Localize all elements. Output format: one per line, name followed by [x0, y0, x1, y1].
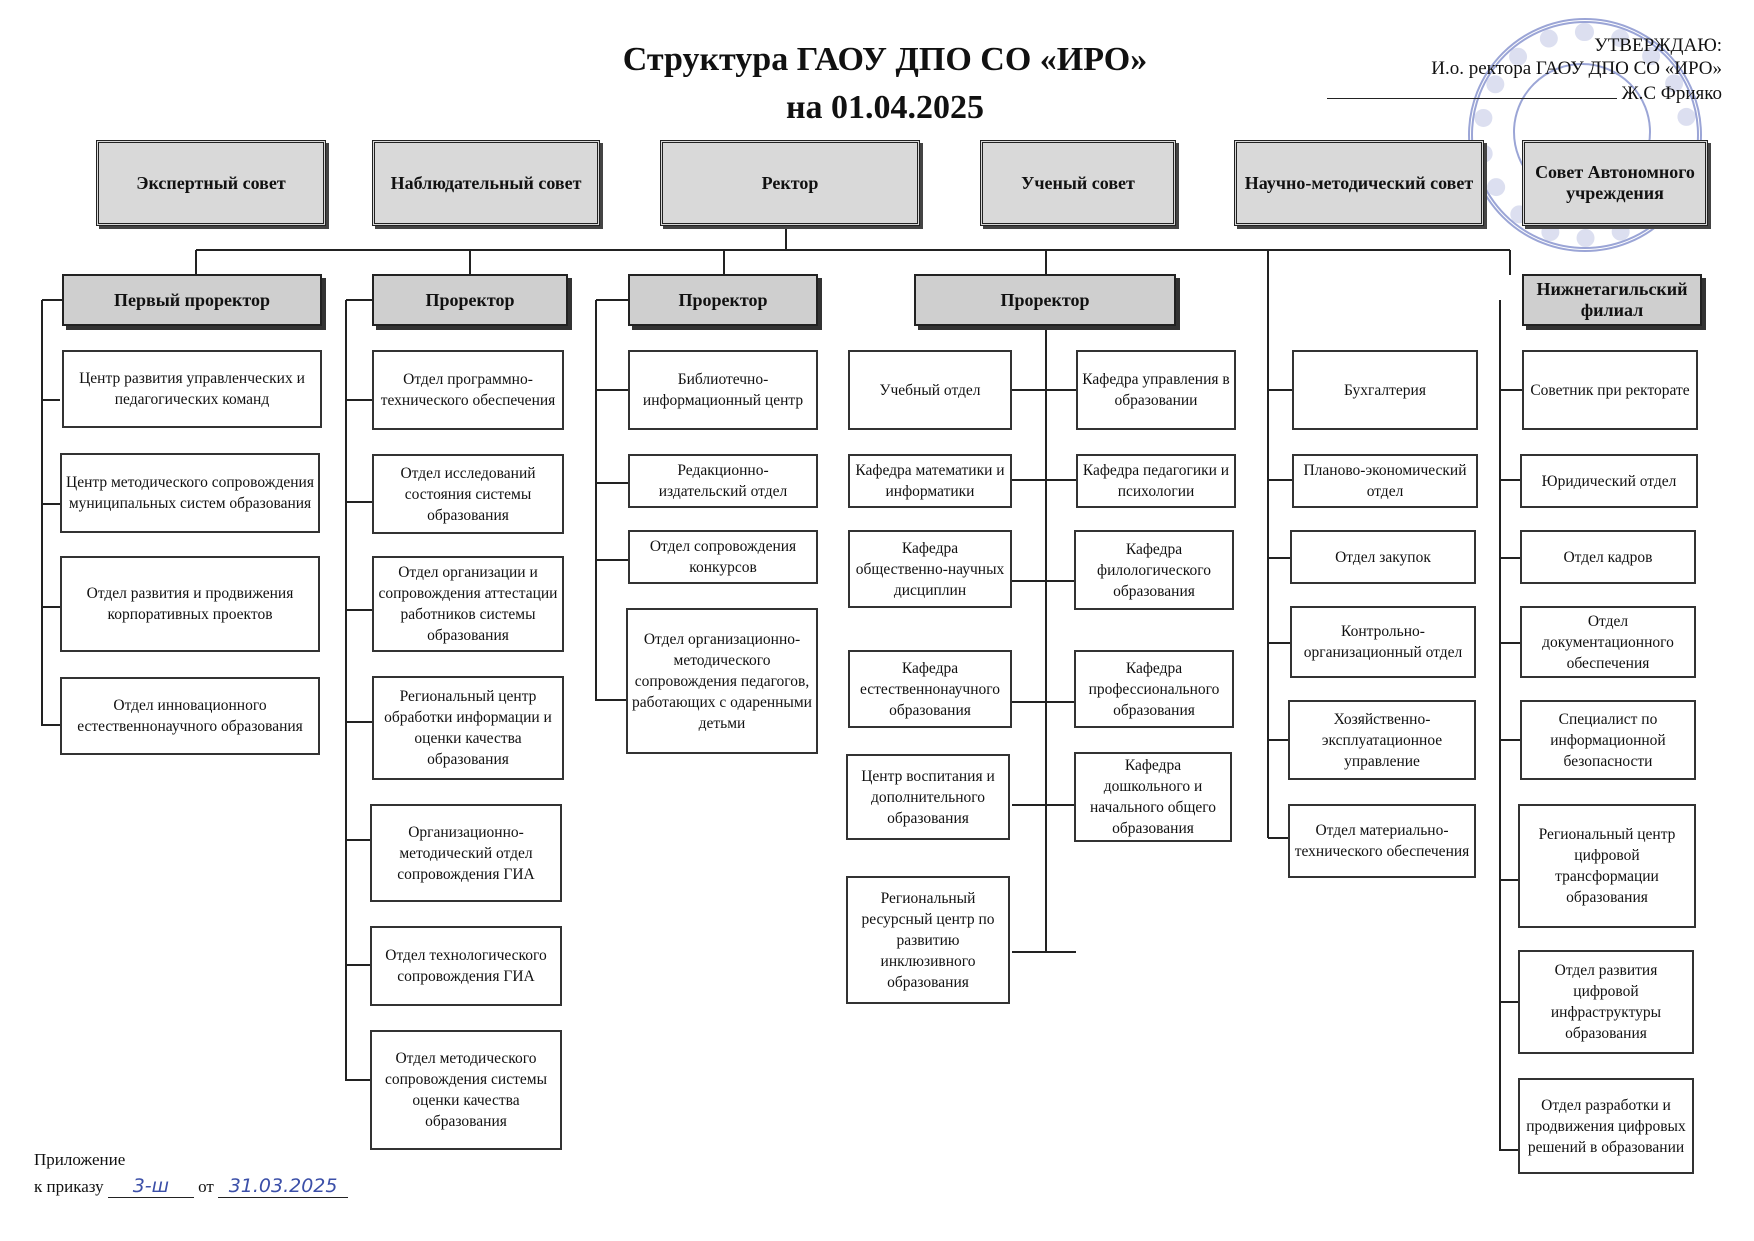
unit-box: Кафедра дошкольного и начального общего … [1074, 752, 1232, 842]
unit-box: Советник при ректорате [1522, 350, 1698, 430]
top-box-supervisory-council: Наблюдательный совет [372, 140, 600, 226]
appendix-label: Приложение [34, 1150, 126, 1169]
unit-box: Кафедра педагогики и психологии [1076, 454, 1236, 508]
unit-box: Отдел исследований состояния системы обр… [372, 454, 564, 534]
head-first-vice-rector: Первый проректор [62, 274, 322, 326]
unit-box: Специалист по информационной безопасност… [1520, 700, 1696, 780]
order-number: 3-ш [107, 1175, 194, 1198]
unit-box: Отдел развития цифровой инфраструктуры о… [1518, 950, 1694, 1054]
head-vice-rector-3: Проректор [628, 274, 818, 326]
unit-box: Кафедра математики и информатики [848, 454, 1012, 508]
unit-box: Кафедра филологического образования [1074, 530, 1234, 610]
unit-box: Юридический отдел [1520, 454, 1698, 508]
unit-box: Отдел материально-технического обеспечен… [1288, 804, 1476, 878]
unit-box: Контрольно-организационный отдел [1290, 606, 1476, 678]
top-box-expert-council: Экспертный совет [96, 140, 326, 226]
unit-box: Отдел методического сопровождения систем… [370, 1030, 562, 1150]
unit-box: Учебный отдел [848, 350, 1012, 430]
unit-box: Отдел развития и продвижения корпоративн… [60, 556, 320, 652]
title-line2: на 01.04.2025 [785, 89, 985, 126]
unit-box: Отдел программно-технического обеспечени… [372, 350, 564, 430]
unit-box: Кафедра профессионального образования [1074, 650, 1234, 728]
unit-box: Бухгалтерия [1292, 350, 1478, 430]
unit-box: Отдел закупок [1290, 530, 1476, 584]
unit-box: Центр воспитания и дополнительного образ… [846, 754, 1010, 840]
unit-box: Отдел организации и сопровождения аттест… [372, 556, 564, 652]
unit-box: Кафедра общественно-научных дисциплин [848, 530, 1012, 608]
unit-box: Отдел сопровождения конкурсов [628, 530, 818, 584]
title-line1: Структура ГАОУ ДПО СО «ИРО» [622, 41, 1148, 78]
unit-box: Организационно-методический отдел сопров… [370, 804, 562, 902]
unit-box: Отдел организационно-методического сопро… [626, 608, 818, 754]
top-box-academic-council: Ученый совет [980, 140, 1176, 226]
top-box-autonomous-council: Совет Автономного учреждения [1522, 140, 1708, 226]
unit-box: Хозяйственно-эксплуатационное управление [1288, 700, 1476, 780]
signature-line [1326, 80, 1617, 99]
unit-box: Редакционно-издательский отдел [628, 454, 818, 508]
unit-box: Кафедра естественнонаучного образования [848, 650, 1012, 728]
top-box-rector: Ректор [660, 140, 920, 226]
unit-box: Отдел разработки и продвижения цифровых … [1518, 1078, 1694, 1174]
unit-box: Библиотечно-информационный центр [628, 350, 818, 430]
unit-box: Отдел технологического сопровождения ГИА [370, 926, 562, 1006]
order-date: 31.03.2025 [218, 1175, 349, 1198]
head-vice-rector-4: Проректор [914, 274, 1176, 326]
page-title: Структура ГАОУ ДПО СО «ИРО» на 01.04.202… [560, 36, 1210, 132]
from-label: от [198, 1177, 214, 1196]
approval-block: УТВЕРЖДАЮ: И.о. ректора ГАОУ ДПО СО «ИРО… [1326, 34, 1722, 105]
approve-label: УТВЕРЖДАЮ: [1594, 35, 1722, 56]
head-vice-rector-2: Проректор [372, 274, 568, 326]
unit-box: Региональный центр обработки информации … [372, 676, 564, 780]
approve-name: Ж.С Фрияко [1621, 83, 1722, 104]
unit-box: Региональный центр цифровой трансформаци… [1518, 804, 1696, 928]
order-label: к приказу [34, 1177, 104, 1196]
unit-box: Региональный ресурсный центр по развитию… [846, 876, 1010, 1004]
unit-box: Отдел инновационного естественнонаучного… [60, 677, 320, 755]
order-reference: к приказу 3-ш от 31.03.2025 [34, 1175, 349, 1198]
unit-box: Кафедра управления в образовании [1076, 350, 1236, 430]
unit-box: Центр методического сопровождения муници… [60, 453, 320, 533]
approve-position: И.о. ректора ГАОУ ДПО СО «ИРО» [1431, 58, 1722, 79]
unit-box: Центр развития управленческих и педагоги… [62, 350, 322, 428]
top-box-methodical-council: Научно-методический совет [1234, 140, 1484, 226]
unit-box: Отдел кадров [1520, 530, 1696, 584]
head-branch: Нижнетагильский филиал [1522, 274, 1702, 326]
unit-box: Планово-экономический отдел [1292, 454, 1478, 508]
unit-box: Отдел документационного обеспечения [1520, 606, 1696, 678]
